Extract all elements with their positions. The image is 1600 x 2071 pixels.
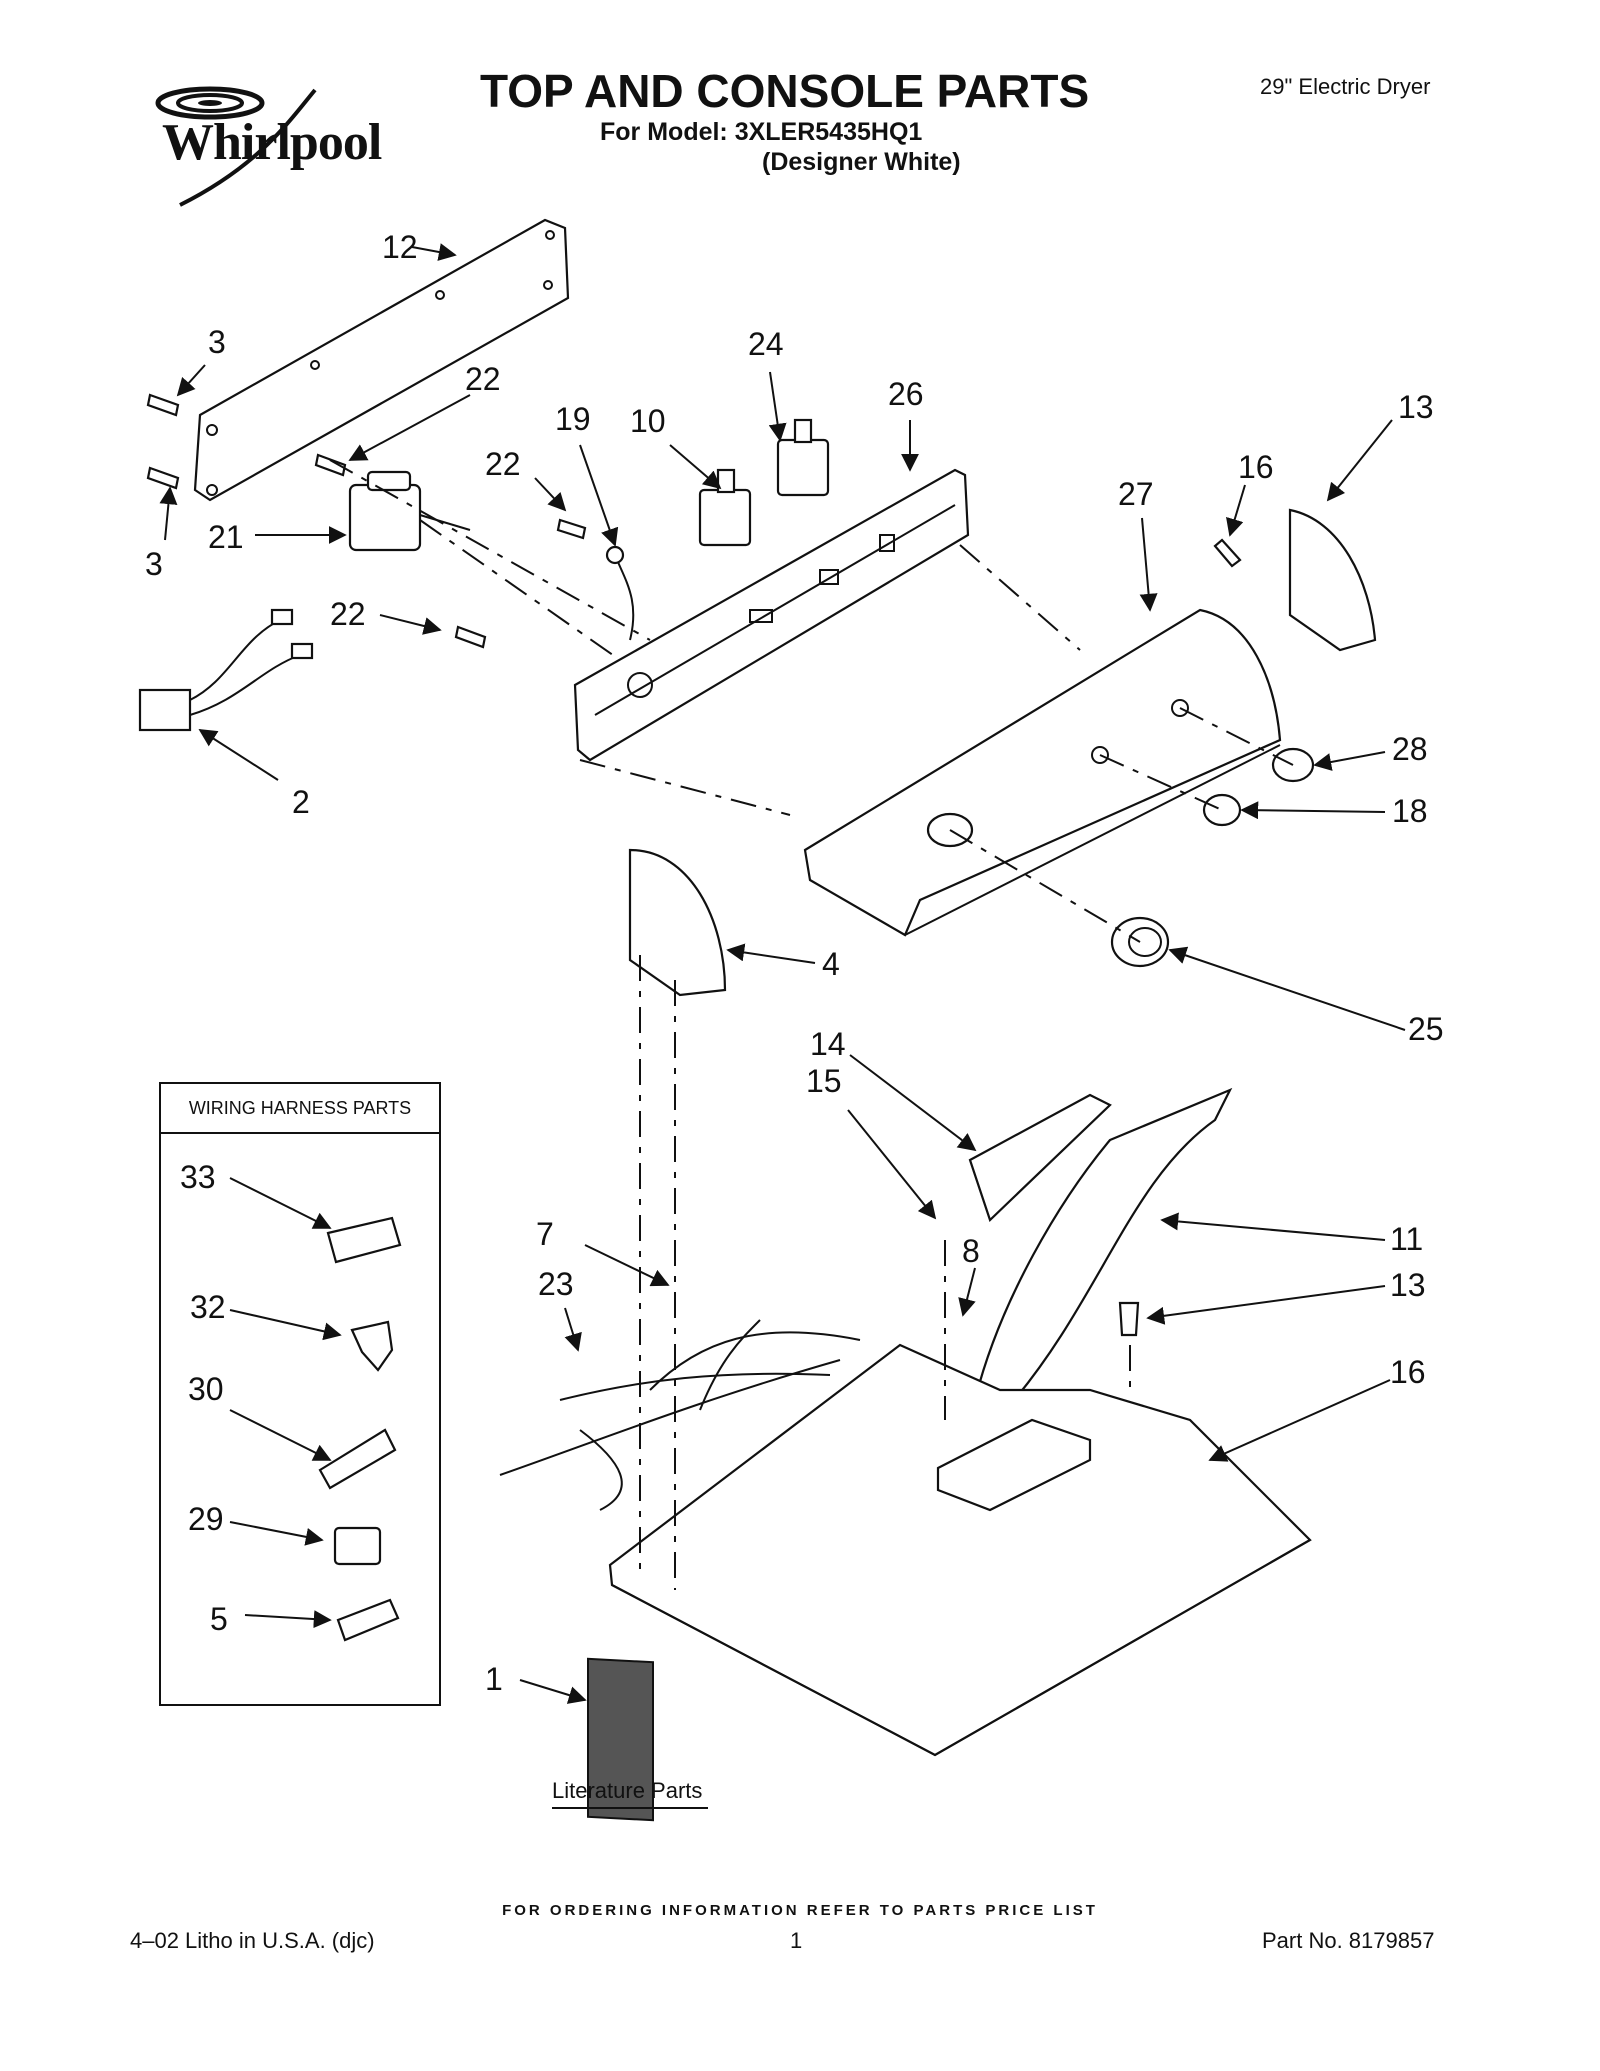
switch-part	[698, 418, 830, 547]
callout-28: 28	[1392, 731, 1428, 767]
callout-7: 8	[962, 1233, 980, 1269]
rear-bracket-part	[193, 218, 570, 502]
callout-3: 3	[208, 324, 226, 360]
terminal-part	[318, 1428, 397, 1490]
callout-33: 33	[180, 1159, 216, 1195]
callout-22: 22	[330, 596, 366, 632]
literature-label: Literature Parts	[552, 1778, 702, 1803]
model-number: For Model: 3XLER5435HQ1	[600, 118, 923, 146]
end-cap-part	[628, 508, 1377, 997]
callout-8: 12	[382, 229, 418, 265]
callout-18: 18	[1392, 793, 1428, 829]
clip-part	[350, 1320, 394, 1372]
leader-lines	[159, 243, 1406, 1704]
callout-25: 25	[1408, 1011, 1444, 1047]
callout-29: 29	[188, 1501, 224, 1537]
callout-4: 4	[822, 946, 840, 982]
callout-22: 22	[485, 446, 521, 482]
assembly-line	[329, 459, 1294, 1590]
wiring-harness-box: WIRING HARNESS PARTS 33 32 30 29 5	[159, 1082, 441, 1706]
page-number: 1	[790, 1928, 803, 1953]
ordering-note: FOR ORDERING INFORMATION REFER TO PARTS …	[502, 1902, 1098, 1919]
callout-3: 3	[145, 546, 163, 582]
callout-9: 13	[1398, 389, 1434, 425]
callout-22: 22	[465, 361, 501, 397]
callout-1: 1	[485, 1661, 503, 1697]
callout-2: 2	[292, 784, 310, 820]
brand-name: Whirlpool	[162, 114, 382, 171]
main-harness-part	[499, 1319, 861, 1511]
callout-12: 15	[806, 1063, 842, 1099]
callout-23: 23	[538, 1266, 574, 1302]
callout-14: 16	[1238, 449, 1274, 485]
callout-5: 5	[210, 1601, 228, 1637]
callout-19: 19	[555, 401, 591, 437]
lint-screen-part	[968, 1087, 1233, 1407]
logo-swirl-icon	[155, 86, 317, 207]
model-variant: (Designer White)	[762, 148, 961, 176]
callout-16: 16	[1390, 1354, 1426, 1390]
literature-part	[587, 1657, 654, 1822]
page-title: TOP AND CONSOLE PARTS	[480, 65, 1090, 117]
control-panel-part	[803, 608, 1282, 937]
wire-harness-part	[138, 608, 314, 732]
connector-part	[326, 1216, 402, 1264]
callout-30: 30	[188, 1371, 224, 1407]
callout-26: 26	[888, 376, 924, 412]
timer-part	[348, 470, 471, 552]
callout-6: 7	[536, 1216, 554, 1252]
screw-part	[146, 393, 1242, 1337]
litho-note: 4–02 Litho in U.S.A. (djc)	[130, 1928, 375, 1953]
callout-32: 32	[190, 1289, 226, 1325]
callout-10: 11	[1390, 1221, 1423, 1257]
top-panel-part	[608, 1343, 1312, 1757]
callout-21: 21	[208, 519, 244, 555]
wiring-box-title: WIRING HARNESS PARTS	[189, 1098, 411, 1118]
callout-15: 10	[630, 403, 666, 439]
callout-labels: 12 3 3 21 22 22 22 19 10 24 26 27 16 13 …	[145, 229, 1444, 1697]
callout-27: 27	[1118, 476, 1154, 512]
ground-wire-part	[614, 554, 635, 641]
callout-13: 13	[1390, 1267, 1426, 1303]
plug-part	[333, 1526, 382, 1566]
callout-24: 24	[748, 326, 784, 362]
callout-11: 14	[810, 1026, 846, 1062]
console-bracket-part	[573, 468, 970, 762]
splice-part	[336, 1598, 400, 1642]
part-number: Part No. 8179857	[1262, 1928, 1435, 1953]
whirlpool-logo: Whirlpool	[140, 75, 400, 215]
product-type: 29" Electric Dryer	[1260, 74, 1431, 99]
